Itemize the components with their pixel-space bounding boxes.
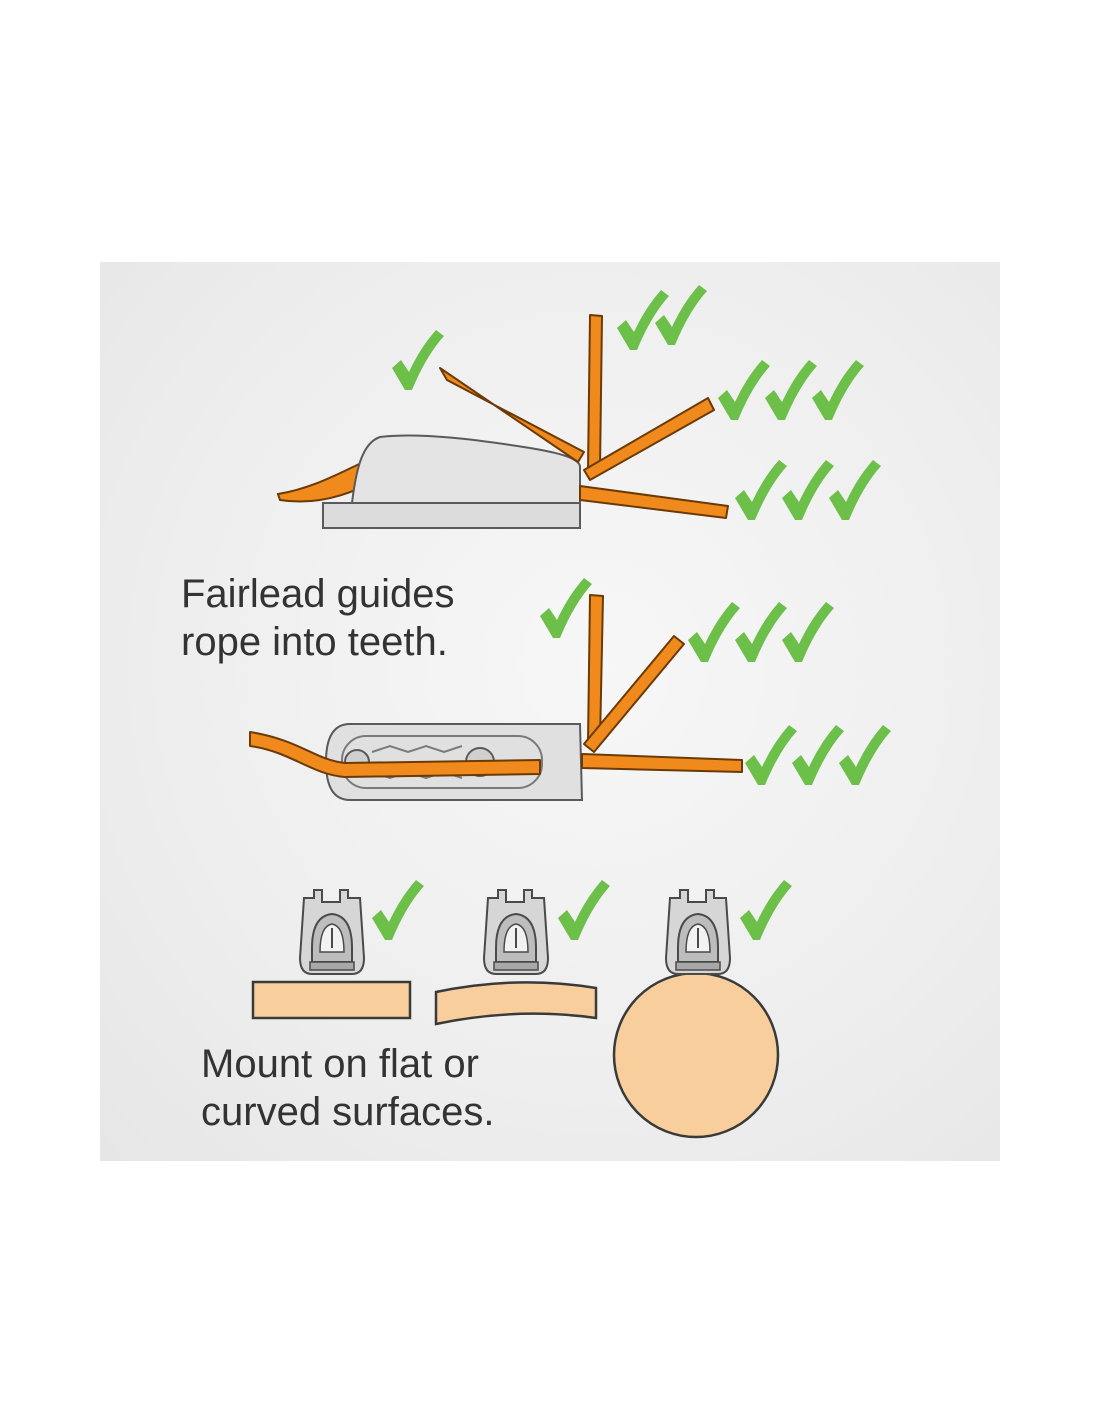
rope-exit-angles-side <box>439 314 729 519</box>
check-mark-icon <box>745 725 797 785</box>
rope-exit-vertical <box>587 314 603 471</box>
mount-flat <box>251 880 424 1020</box>
mount-caption-line2: curved surfaces. <box>201 1090 495 1134</box>
curved-surface <box>434 981 598 1026</box>
cleat-front-icon <box>482 889 550 975</box>
check-mark-icon <box>782 602 834 662</box>
side-view-illustration <box>276 285 881 529</box>
check-mark-icon <box>839 725 891 785</box>
rope-exit-horizontal <box>579 485 729 519</box>
round-surface <box>612 971 780 1139</box>
rope-exit-diagonal-top <box>583 635 685 753</box>
rope-exit-diagonal <box>583 397 715 481</box>
check-mark-icon <box>735 460 787 520</box>
flat-surface <box>251 980 412 1020</box>
check-mark-icon <box>718 360 770 420</box>
check-mark-icon <box>540 578 592 638</box>
check-mark-icon <box>372 880 424 940</box>
cleat-side-view <box>322 434 581 529</box>
check-mark-icon <box>735 602 787 662</box>
fairlead-caption-line2: rope into teeth. <box>181 620 448 664</box>
top-view-illustration <box>249 578 891 801</box>
check-mark-icon <box>765 360 817 420</box>
rope-exit-horizontal-top <box>581 753 743 773</box>
mounting-illustration <box>251 880 792 1139</box>
cleat-front-icon <box>298 889 366 975</box>
mount-caption-line1: Mount on flat or <box>201 1042 479 1086</box>
check-mark-icon <box>829 460 881 520</box>
rope-exit-angles-top <box>581 594 743 773</box>
cleat-front-icon <box>664 889 732 975</box>
check-mark-icon <box>558 880 610 940</box>
rope-exit-steep-left <box>439 367 585 463</box>
check-mark-icon <box>792 725 844 785</box>
check-mark-icon <box>782 460 834 520</box>
fairlead-caption: Fairlead guides rope into teeth. <box>181 570 455 666</box>
fairlead-caption-line1: Fairlead guides <box>181 572 455 616</box>
check-mark-icon <box>688 602 740 662</box>
rope-through-cleat-top <box>249 731 541 778</box>
mount-curved <box>434 880 610 1026</box>
check-mark-icon <box>812 360 864 420</box>
mount-round <box>612 880 792 1139</box>
check-mark-icon <box>740 880 792 940</box>
rope-exit-vertical-top <box>587 594 604 743</box>
check-mark-icon <box>392 330 444 390</box>
mount-caption: Mount on flat or curved surfaces. <box>201 1040 494 1136</box>
